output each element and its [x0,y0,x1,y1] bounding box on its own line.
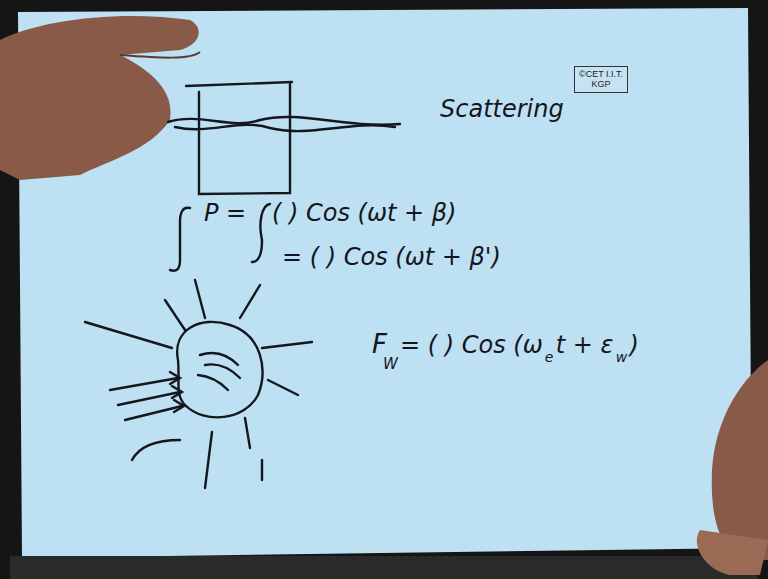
table-edge [10,556,758,579]
floating-body [177,322,262,417]
stamp-text: ©CET I.I.T. KGP [579,69,623,90]
handwritten-note: ) [629,332,638,358]
handwritten-note: Scattering [440,96,564,122]
handwritten-note: t + ε [556,332,614,358]
hand [697,530,768,575]
arrowhead [170,372,184,412]
handwritten-note: W [383,356,398,373]
wave-line [175,125,395,131]
integral-sign [260,204,270,240]
wave-line [168,117,400,125]
logo-stamp: ©CET I.I.T. KGP [574,66,628,93]
handwritten-note: = ( ) Cos (ω [400,332,543,358]
handwritten-note: P = [204,200,246,226]
tank-outline [199,84,290,194]
incident-wave [110,378,182,460]
body-hatch [198,353,240,390]
handwritten-note: ( ) Cos (ωt + β) [272,200,456,226]
hand [0,16,199,180]
tank-top [186,82,292,86]
handwritten-note: e [545,350,554,365]
hand-crease [120,52,200,58]
integral-sign [170,208,190,271]
handwritten-note: F [372,330,387,359]
integral-sign [252,240,262,262]
handwritten-note: w [616,350,627,365]
handwritten-note: = ( ) Cos (ωt + β') [282,244,501,270]
hand [712,360,768,560]
scattered-wave [85,280,312,488]
